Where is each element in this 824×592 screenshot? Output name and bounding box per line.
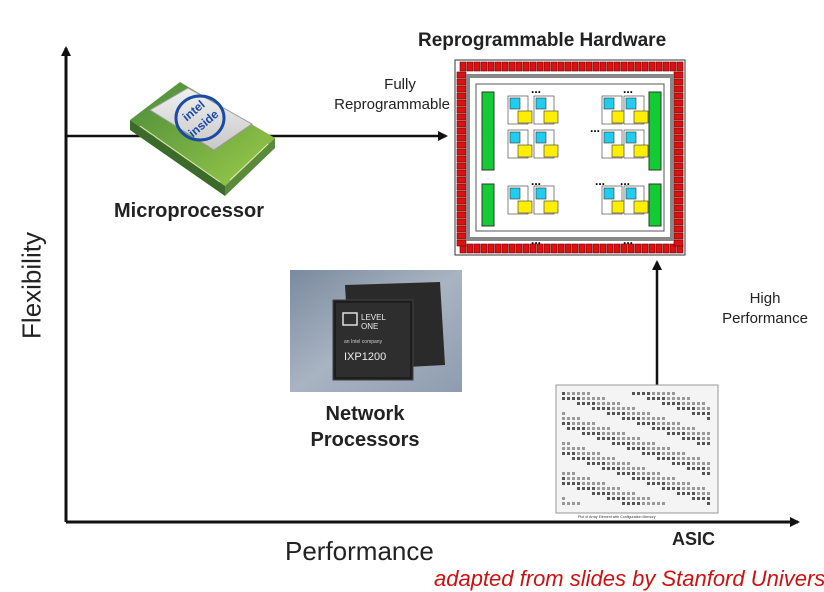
chip-brand-1: LEVEL — [361, 313, 386, 322]
ellipsis-dots: ... — [531, 174, 541, 188]
network-processor-image: LEVEL ONE an Intel company IXP1200 — [290, 270, 462, 392]
ellipsis-dots: ... — [590, 121, 600, 135]
chip-sub: an Intel company — [344, 339, 383, 345]
fully-line2: Reprogrammable — [334, 96, 450, 113]
asic-caption: Plot of Array Element with Configuration… — [578, 515, 656, 519]
ellipsis-dots: ... — [620, 174, 630, 188]
np-line2: Processors — [310, 429, 420, 451]
np-line1: Network — [325, 403, 405, 425]
ellipsis-dots: ... — [595, 174, 605, 188]
reprogrammable-hardware-image: ........................ — [454, 59, 686, 256]
ellipsis-dots: ... — [623, 233, 633, 247]
microprocessor-image: intel inside — [130, 82, 275, 196]
high-performance-label: High Performance — [720, 289, 810, 329]
chip-brand-2: ONE — [361, 322, 378, 331]
ellipsis-dots: ... — [531, 82, 541, 96]
microprocessor-label: Microprocessor — [114, 200, 265, 222]
hp-line1: High — [749, 290, 781, 307]
network-processors-label: Network Processors — [310, 401, 420, 453]
asic-image: Plot of Array Element with Configuration… — [555, 384, 719, 519]
chip-model: IXP1200 — [344, 351, 386, 363]
hp-line2: Performance — [722, 310, 808, 327]
reprogrammable-hardware-title: Reprogrammable Hardware — [418, 30, 667, 51]
y-axis-label: Flexibility — [16, 232, 47, 339]
x-axis-label: Performance — [285, 536, 434, 566]
fully-reprogrammable-label: Fully Reprogrammable — [300, 75, 450, 115]
credit-text: adapted from slides by Stanford Universi… — [434, 566, 824, 591]
asic-label: ASIC — [672, 529, 716, 549]
ellipsis-dots: ... — [623, 82, 633, 96]
ellipsis-dots: ... — [531, 233, 541, 247]
fully-line1: Fully — [384, 76, 416, 93]
